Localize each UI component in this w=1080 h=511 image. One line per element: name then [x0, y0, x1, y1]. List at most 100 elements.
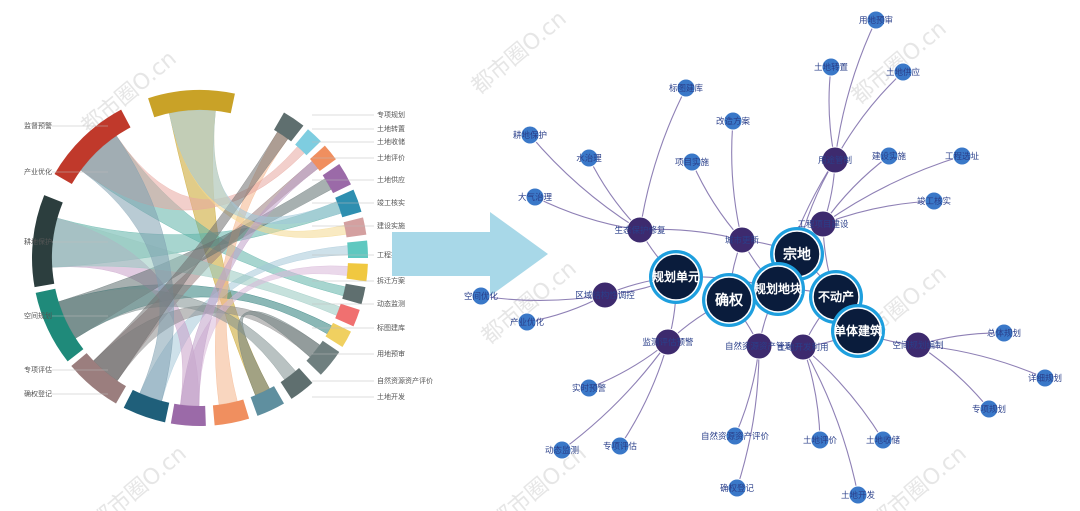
leaf-node[interactable]: 实时预警 — [572, 378, 607, 398]
node-label: 竣工核实 — [917, 196, 951, 207]
chord-arc — [148, 90, 235, 118]
chord-arc — [306, 340, 340, 375]
leaf-node[interactable]: 动态监测 — [545, 440, 579, 460]
node-circle — [866, 10, 886, 30]
network-edge — [619, 341, 669, 447]
node-label: 规划单元 — [652, 269, 700, 284]
mid-node[interactable]: 工程项目建设 — [797, 210, 849, 238]
leaf-node[interactable]: 建设实施 — [872, 146, 907, 166]
node-circle — [520, 125, 540, 145]
leaf-node[interactable]: 项目实施 — [675, 152, 710, 172]
leaf-node[interactable]: 专项规划 — [972, 399, 1006, 419]
mid-node[interactable]: 土地开发利用 — [777, 333, 829, 361]
leaf-node[interactable]: 土地供应 — [886, 62, 921, 82]
node-label: 用地预审 — [859, 15, 893, 26]
chord-right-label: 专项规划 — [377, 110, 405, 119]
leaf-node[interactable]: 详细规划 — [1028, 368, 1062, 388]
core-node[interactable]: 规划地块 — [751, 262, 805, 316]
node-label: 土地开发 — [841, 490, 876, 501]
chord-left-label: 产业优化 — [24, 167, 52, 176]
leaf-node[interactable]: 总体规划 — [987, 323, 1021, 343]
node-circle — [723, 111, 743, 131]
node-label: 监测评估预警 — [642, 337, 694, 348]
leaf-node[interactable]: 土地转置 — [814, 57, 849, 77]
node-label: 总体规划 — [987, 328, 1021, 339]
chord-left-label: 确权登记 — [24, 389, 52, 398]
network-edge — [529, 134, 641, 231]
core-node[interactable]: 规划单元 — [649, 250, 703, 304]
node-label: 生态保护修复 — [614, 225, 666, 236]
leaf-node[interactable]: 空间优化 — [464, 286, 499, 306]
chord-arc — [347, 240, 368, 258]
node-label: 水治理 — [576, 153, 602, 164]
leaf-node[interactable]: 竣工核实 — [917, 191, 951, 211]
node-label: 城市更新 — [725, 235, 760, 246]
node-circle — [727, 478, 747, 498]
mid-node[interactable]: 城市更新 — [725, 226, 760, 254]
node-circle — [610, 436, 630, 456]
chord-arcs — [31, 90, 368, 426]
node-label: 用途管制 — [818, 155, 852, 166]
network-edge — [731, 120, 743, 241]
node-label: 土地开发利用 — [777, 342, 828, 353]
leaf-node[interactable]: 土地评价 — [803, 430, 838, 450]
node-circle — [994, 323, 1014, 343]
network-edge — [480, 294, 606, 302]
node-circle — [552, 440, 572, 460]
node-circle — [676, 78, 696, 98]
mid-node[interactable]: 生态保护修复 — [614, 216, 666, 244]
chord-arc — [335, 303, 360, 327]
network-edge — [736, 345, 760, 489]
leaf-node[interactable]: 土地收储 — [866, 430, 901, 450]
leaf-node[interactable]: 水治理 — [576, 148, 602, 168]
node-circle — [924, 191, 944, 211]
chord-right-label: 土地评价 — [377, 153, 405, 162]
leaf-node[interactable]: 工程选址 — [945, 146, 980, 166]
node-label: 大气治理 — [518, 192, 553, 203]
node-circle — [652, 253, 700, 301]
node-label: 标图建库 — [669, 83, 704, 94]
chord-right-label: 自然资源资产评价 — [377, 376, 433, 385]
node-circle — [471, 286, 491, 306]
chord-right-label: 土地收储 — [377, 137, 405, 146]
network-edge — [734, 345, 760, 437]
chord-ribbons — [51, 109, 349, 407]
network-edge — [828, 66, 836, 161]
mid-node[interactable]: 区域结构性调控 — [575, 281, 635, 309]
leaf-node[interactable]: 土地开发 — [841, 485, 876, 505]
mid-node[interactable]: 自然资源资产管理 — [725, 332, 794, 360]
core-node[interactable]: 确权 — [702, 273, 756, 327]
leaf-node[interactable]: 大气治理 — [518, 187, 553, 207]
leaf-node[interactable]: 耕地保护 — [513, 125, 547, 145]
core-node[interactable]: 单体建筑 — [831, 304, 885, 358]
node-circle — [745, 332, 773, 360]
chord-right-label: 建设实施 — [377, 221, 405, 230]
chord-left-label: 空间规划 — [24, 311, 52, 320]
mid-node[interactable]: 用途管制 — [818, 146, 852, 174]
leaf-node[interactable]: 自然资源资产评价 — [701, 426, 770, 446]
chord-right-label: 动态监测 — [377, 299, 405, 308]
mid-node[interactable]: 监测评估预警 — [642, 328, 694, 356]
network-edge — [639, 87, 687, 231]
leaf-node[interactable]: 标图建库 — [669, 78, 704, 98]
chord-arc — [35, 288, 84, 362]
chord-arc — [343, 217, 367, 238]
network-edge — [834, 71, 904, 161]
node-circle — [725, 426, 745, 446]
leaf-node[interactable]: 用地预审 — [859, 10, 893, 30]
leaf-node[interactable]: 确权登记 — [720, 478, 755, 498]
chord-right-label: 拆迁方案 — [377, 276, 405, 285]
chord-arc — [346, 263, 368, 282]
node-circle — [893, 62, 913, 82]
node-circle — [979, 399, 999, 419]
chord-right-label: 竣工核实 — [377, 198, 405, 207]
leaf-node[interactable]: 专项评估 — [603, 436, 638, 456]
leaf-node[interactable]: 改造方案 — [716, 111, 751, 131]
network-edge — [802, 346, 821, 441]
chord-arc — [31, 195, 63, 288]
network-edge — [588, 341, 669, 389]
node-circle — [682, 152, 702, 172]
mid-node[interactable]: 空间规划编制 — [892, 331, 944, 359]
leaf-node[interactable]: 产业优化 — [510, 312, 545, 332]
